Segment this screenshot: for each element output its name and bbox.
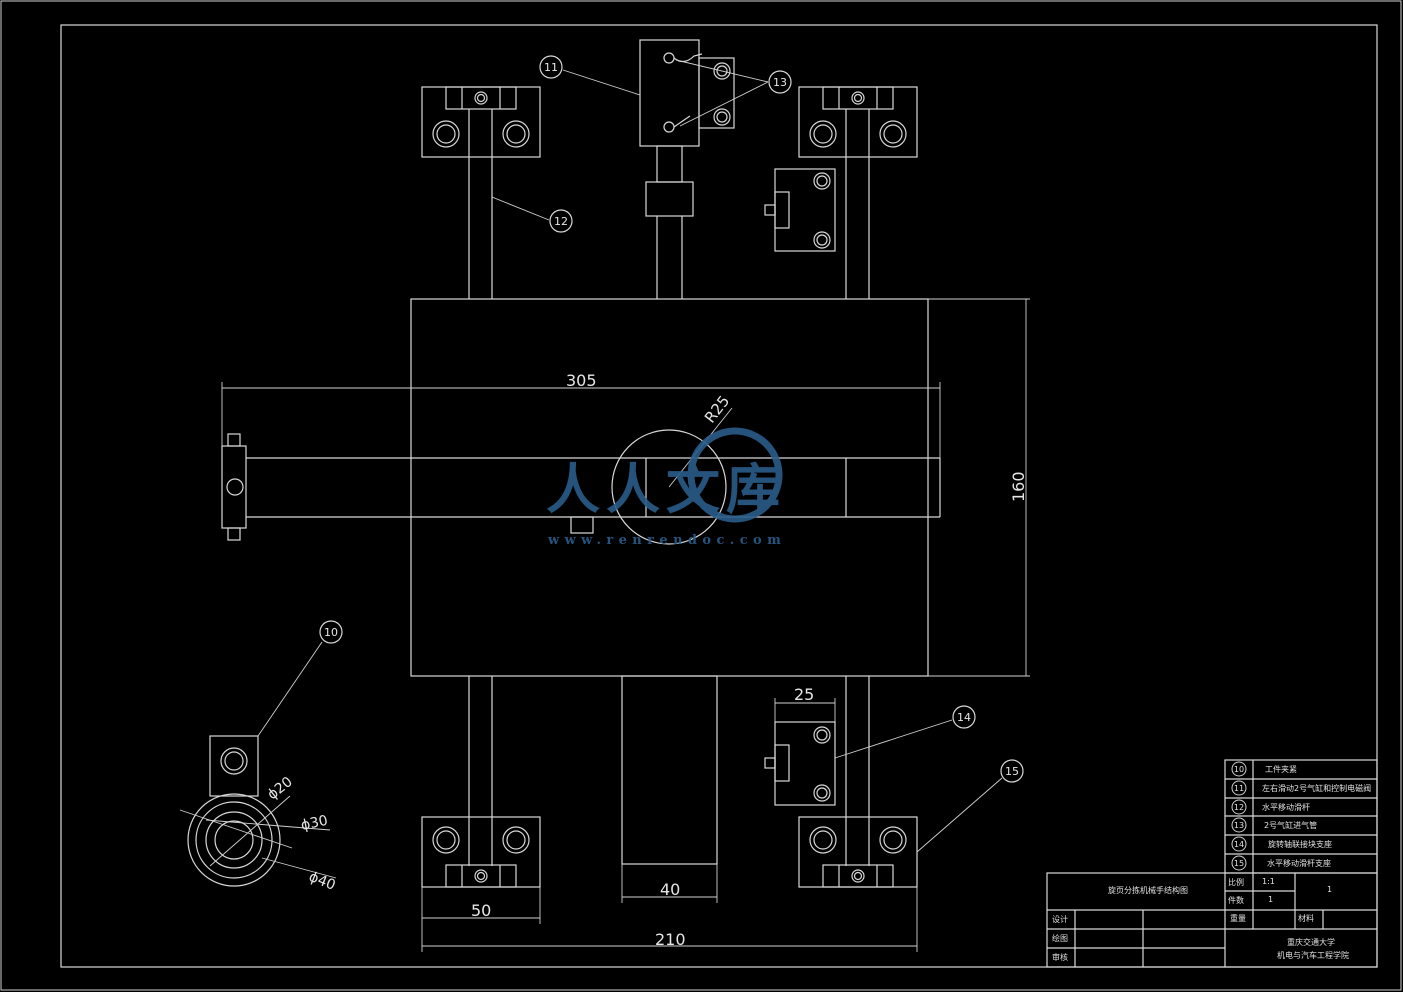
svg-text:14: 14 [957,711,971,724]
parts-no-15: 15 [1234,859,1244,868]
lower-side-bracket [764,721,836,806]
parts-no-12: 12 [1234,803,1244,812]
balloon-11: 11 [539,55,563,79]
watermark-text: 人人文库 [546,457,786,521]
sheet-value: 1 [1327,885,1332,894]
watermark-url: www.renrendoc.com [547,533,786,548]
qty-value: 1 [1268,895,1273,904]
svg-text:12: 12 [554,215,568,228]
scale-label: 比例 [1228,877,1244,887]
upper-left-slide-support [421,86,541,299]
svg-text:10: 10 [324,626,338,639]
dim-r25: R25 [701,392,733,426]
school-line2: 机电与汽车工程学院 [1277,950,1349,960]
parts-name-15: 水平移动滑杆支座 [1267,858,1331,868]
school-line1: 重庆交通大学 [1287,937,1335,947]
parts-no-14: 14 [1234,840,1244,849]
parts-no-11: 11 [1234,784,1244,793]
lower-column [621,675,718,865]
balloon-15: 15 [1000,759,1024,783]
parts-name-10: 工件夹紧 [1265,764,1297,774]
svg-text:15: 15 [1005,765,1019,778]
balloon-12: 12 [549,209,573,233]
qty-label: 件数 [1228,895,1244,905]
lower-right-slide-support [798,676,918,888]
draw-label: 绘图 [1052,933,1068,943]
dim-210: 210 [655,930,686,949]
parts-name-13: 2号气缸进气管 [1264,820,1317,830]
weight-label: 重量 [1230,913,1246,923]
dim-25: 25 [794,685,814,704]
dim-phi30: ϕ30 [300,813,330,834]
svg-text:11: 11 [544,61,558,74]
balloon-13: 13 [768,70,792,94]
review-label: 审核 [1052,952,1068,962]
svg-text:13: 13 [773,76,787,89]
upper-side-bracket [764,168,836,252]
dim-40: 40 [660,880,680,899]
dim-50: 50 [471,901,491,920]
dim-phi20: ϕ20 [265,774,296,803]
title-block: 旋页分拣机械手结构图 比例 1:1 件数 1 1 重量 材料 设计 绘图 审核 … [1046,872,1378,968]
parts-no-10: 10 [1234,765,1244,774]
material-label: 材料 [1298,913,1314,923]
lower-left-slide-support [421,676,541,888]
design-label: 设计 [1052,914,1068,924]
balloon-14: 14 [952,705,976,729]
drawing-title: 旋页分拣机械手结构图 [1108,885,1188,895]
upper-right-slide-support [798,86,918,299]
dim-160: 160 [1009,471,1028,502]
dim-phi40: ϕ40 [307,869,338,894]
dimension-lines [221,298,1030,952]
valve-cylinder-assembly [639,39,735,299]
parts-no-13: 13 [1234,821,1244,830]
parts-name-14: 旋转轴联接块支座 [1268,839,1332,849]
scale-value: 1:1 [1262,877,1275,886]
parts-name-12: 水平移动滑杆 [1262,802,1310,812]
rod-end-fitting [221,433,411,541]
dim-305: 305 [566,371,597,390]
parts-name-11: 左右滑动2号气缸和控制电磁阀 [1262,783,1371,793]
watermark-logo-ring [687,427,783,523]
parts-list: 10 工件夹紧 11 左右滑动2号气缸和控制电磁阀 12 水平移动滑杆 13 2… [1224,759,1378,874]
watermark: 人人文库 www.renrendoc.com [546,427,786,548]
balloon-10: 10 [319,620,343,644]
drawing-frame [60,24,1378,968]
clamp-detail [179,735,337,887]
balloon-leaders [257,59,1003,853]
